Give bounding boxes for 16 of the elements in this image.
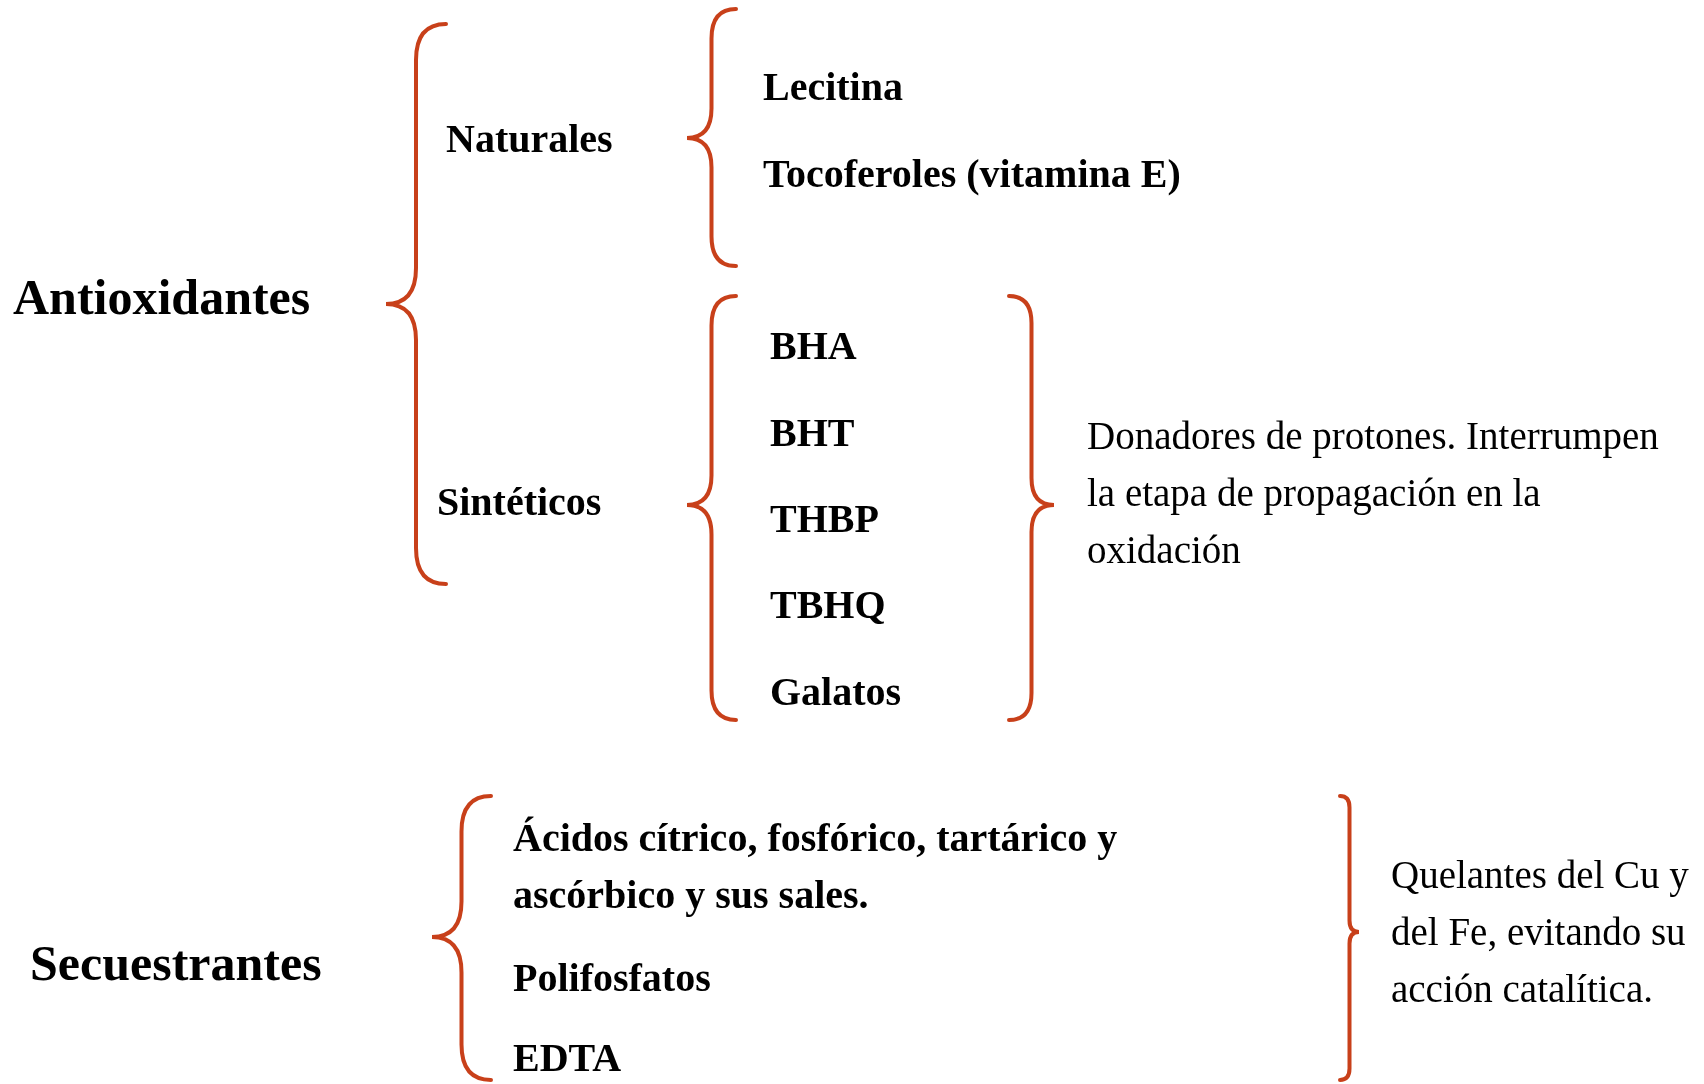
item-label: Lecitina (763, 63, 903, 111)
category-heading: Secuestrantes (30, 933, 322, 993)
subcategory-label: Naturales (446, 115, 613, 163)
category-heading: Antioxidantes (13, 267, 311, 327)
item-label: BHT (770, 409, 855, 457)
item-label: Polifosfatos (513, 954, 711, 1002)
subcategory-label: Sintéticos (437, 478, 602, 526)
description-text: Quelantes del Cu y del Fe, evitando su acción catalítica. (1391, 851, 1690, 1012)
item-label: Galatos (770, 668, 902, 716)
item-label: Tocoferoles (vitamina E) (763, 150, 1181, 198)
item-label: EDTA (513, 1034, 622, 1082)
description-text: Donadores de protones. Interrumpen la etapa de propagación en la oxidación (1087, 412, 1660, 573)
item-label: Ácidos cítrico, fosfórico, tartárico y ascórbico y sus sales. (513, 814, 1119, 919)
item-label: BHA (770, 322, 857, 370)
item-label: TBHQ (770, 581, 886, 629)
item-label: THBP (770, 495, 879, 543)
